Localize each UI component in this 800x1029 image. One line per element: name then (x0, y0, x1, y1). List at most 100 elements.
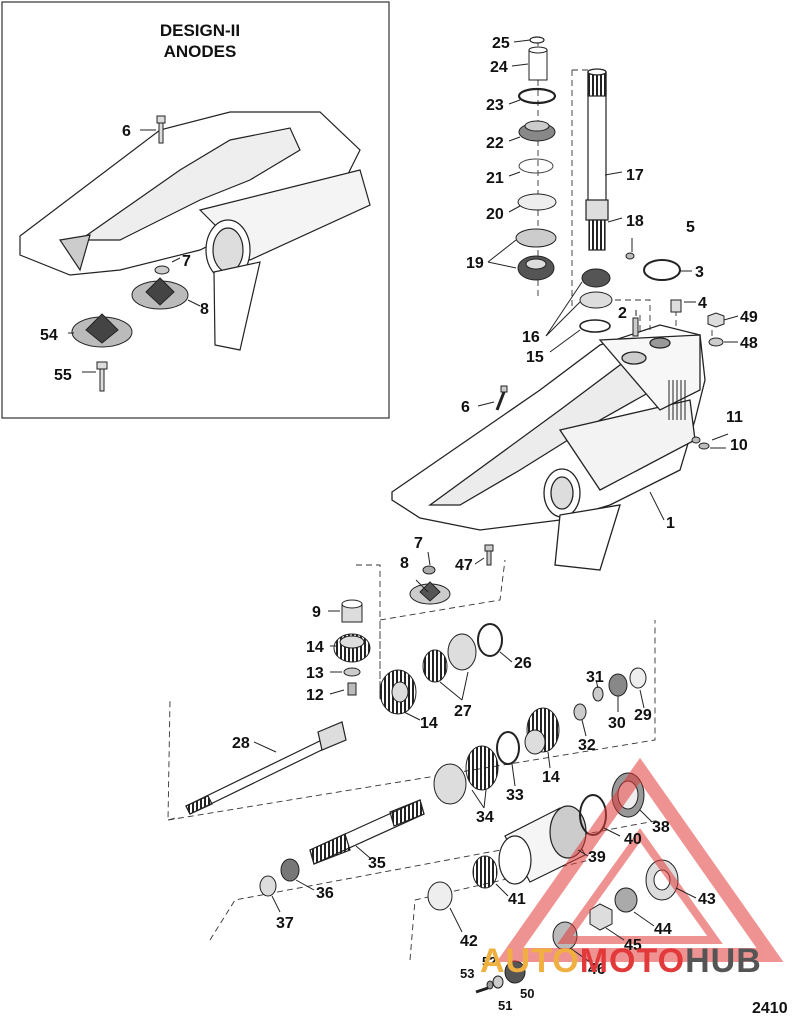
part-35 (309, 799, 425, 865)
callout-28: 28 (232, 735, 250, 752)
callout-36: 36 (316, 885, 334, 902)
callout-17: 17 (626, 167, 644, 184)
callout-27: 27 (454, 703, 472, 720)
callout-6: 6 (461, 399, 470, 416)
part-26 (477, 623, 503, 657)
part-33 (496, 731, 520, 765)
callout-52: 52 (482, 954, 496, 969)
part-14-pinion (333, 633, 371, 663)
figure-number: 2410 (752, 1000, 788, 1017)
part-4 (670, 299, 682, 313)
callout-51: 51 (498, 998, 512, 1013)
callout-5: 5 (686, 219, 695, 236)
callout-18: 18 (626, 213, 644, 230)
part-17-driveshaft (585, 68, 609, 251)
part-10-11 (691, 436, 710, 450)
callout-49: 49 (740, 309, 758, 326)
part-45 (589, 903, 613, 931)
part-51 (492, 975, 504, 989)
part-37 (259, 875, 277, 897)
part-5 (625, 252, 635, 260)
part-47 (484, 544, 494, 566)
callout-8-inset: 8 (200, 301, 209, 318)
part-3 (643, 259, 681, 281)
callout-42: 42 (460, 933, 478, 950)
part-28-propshaft (185, 721, 347, 815)
callout-53: 53 (460, 966, 474, 981)
callout-14-pinion: 14 (306, 639, 324, 656)
inset-frame (1, 1, 390, 419)
part-44 (614, 887, 638, 913)
callout-3: 3 (695, 264, 704, 281)
callout-40: 40 (624, 831, 642, 848)
callout-10: 10 (730, 437, 748, 454)
callout-8: 8 (400, 555, 409, 572)
inset-washer-7 (154, 265, 170, 275)
part-48 (708, 337, 724, 347)
part-21 (518, 158, 554, 174)
callout-26: 26 (514, 655, 532, 672)
part-16 (579, 268, 613, 309)
part-31 (592, 686, 604, 702)
part-49 (707, 312, 725, 328)
callout-2: 2 (618, 305, 627, 322)
inset-gearcase (19, 111, 371, 351)
callout-6-inset: 6 (122, 123, 131, 140)
callout-14-forward: 14 (420, 715, 438, 732)
part-7 (422, 565, 436, 575)
part-42 (427, 881, 453, 911)
callout-44: 44 (654, 921, 672, 938)
callout-43: 43 (698, 891, 716, 908)
callout-34: 34 (476, 809, 494, 826)
callout-23: 23 (486, 97, 504, 114)
callout-21: 21 (486, 170, 504, 187)
watermark-part-auto: AUTO (480, 942, 580, 980)
callout-14-reverse: 14 (542, 769, 560, 786)
part-8 (409, 581, 451, 605)
part-6 (495, 385, 508, 411)
callout-labels: 6 7 8 54 55 25 24 23 22 21 20 19 17 18 5… (40, 35, 758, 1013)
watermark-part-moto: MOTO (579, 942, 686, 980)
part-23 (517, 87, 557, 105)
callout-12: 12 (306, 687, 324, 704)
part-13 (343, 667, 361, 677)
callout-7-inset: 7 (182, 253, 191, 270)
watermark-logo (496, 757, 784, 962)
leader-lines (253, 39, 739, 963)
part-20 (517, 193, 557, 211)
watermark-text: AUTOMOTOHUB (480, 942, 762, 981)
part-27 (422, 633, 477, 683)
callout-48: 48 (740, 335, 758, 352)
part-12 (347, 682, 357, 696)
part-2 (632, 317, 639, 337)
part-19 (515, 228, 557, 281)
callout-38: 38 (652, 819, 670, 836)
part-34 (433, 745, 499, 805)
callout-19: 19 (466, 255, 484, 272)
part-53 (475, 986, 489, 994)
part-30 (608, 673, 628, 697)
part-15 (579, 319, 611, 333)
inset-title: DESIGN-II ANODES (130, 20, 270, 62)
inset-bolt-6 (156, 115, 166, 144)
inset-title-line2: ANODES (163, 42, 237, 61)
part-14-reverse (524, 707, 560, 755)
part-39 (498, 805, 587, 885)
callout-32: 32 (578, 737, 596, 754)
callout-29: 29 (634, 707, 652, 724)
watermark-part-hub: HUB (685, 942, 762, 980)
callout-45: 45 (624, 937, 642, 954)
callout-13: 13 (306, 665, 324, 682)
callout-24: 24 (490, 59, 508, 76)
inset-anode-54 (71, 313, 133, 348)
inset-leaders (68, 129, 201, 373)
callout-22: 22 (486, 135, 504, 152)
part-22 (518, 120, 556, 142)
main-gearcase (391, 324, 706, 571)
part-29 (629, 667, 647, 689)
callout-33: 33 (506, 787, 524, 804)
part-14-forward (379, 669, 417, 715)
callout-30: 30 (608, 715, 626, 732)
part-25 (529, 36, 545, 44)
